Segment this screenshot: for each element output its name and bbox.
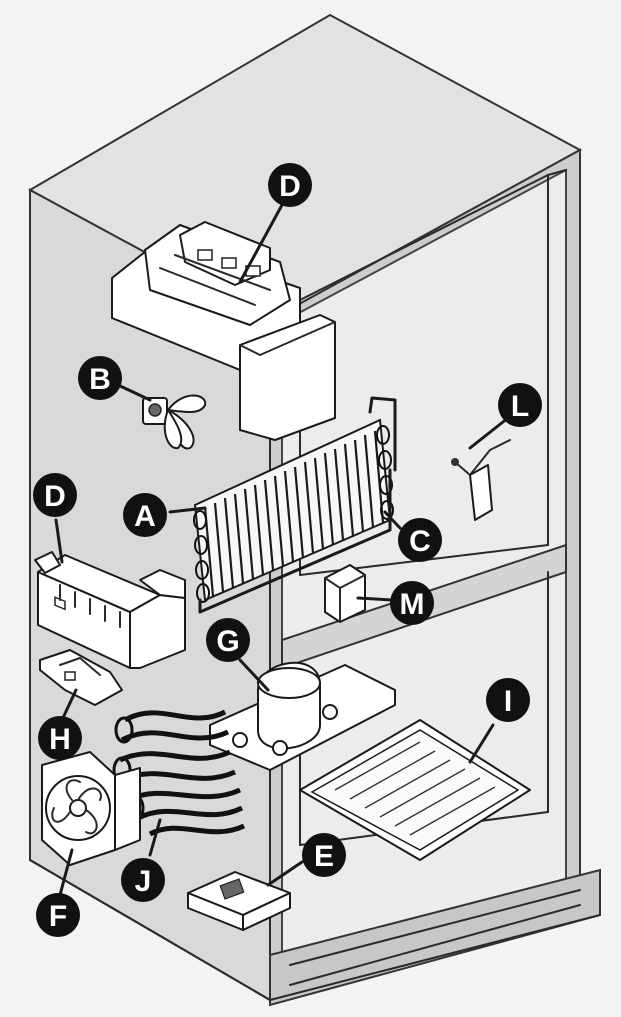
leader-A (168, 506, 207, 514)
callout-d-left: D (33, 473, 77, 517)
callout-circle (398, 518, 442, 562)
callout-letter: L (511, 390, 529, 423)
callout-c: C (398, 518, 442, 562)
callout-l: L (498, 383, 542, 427)
callout-letter: B (89, 363, 111, 396)
leader-G (238, 658, 270, 692)
callout-i: I (486, 678, 530, 722)
callout-circle (121, 858, 165, 902)
defrost-heater (198, 396, 397, 614)
fan-motor (142, 394, 207, 450)
callout-circle (390, 581, 434, 625)
callout-circle (486, 678, 530, 722)
callout-d-top: D (268, 163, 312, 207)
leader-F (58, 848, 74, 897)
leader-E (266, 860, 304, 887)
damper-control (324, 564, 366, 623)
leader-B (116, 383, 152, 402)
leader-C (383, 510, 402, 530)
callout-labels: D B L D A CM G H I J E F (33, 163, 542, 937)
callout-a: A (123, 493, 167, 537)
callout-circle (123, 493, 167, 537)
ice-maker-top (111, 221, 336, 441)
evaporator-tubes (193, 425, 394, 603)
bracket (39, 649, 123, 706)
callout-circle (36, 893, 80, 937)
callout-e: E (302, 833, 346, 877)
leader-I (468, 723, 495, 764)
evaporator-fins (203, 430, 385, 597)
leader-H (60, 688, 78, 722)
ice-maker-left (34, 551, 186, 669)
callout-letter: M (400, 588, 425, 621)
callout-letter: E (314, 840, 334, 873)
callout-b: B (78, 356, 122, 400)
callout-circle (268, 163, 312, 207)
callout-circle (38, 716, 82, 760)
leader-J (148, 818, 162, 857)
callout-m: M (390, 581, 434, 625)
evaporator (193, 396, 397, 614)
callout-circle (498, 383, 542, 427)
callout-letter: F (49, 900, 67, 933)
leader-lines (54, 203, 510, 897)
ice-maker-cups (54, 584, 121, 628)
callout-j: J (121, 858, 165, 902)
callout-circle (33, 473, 77, 517)
callout-letter: J (135, 865, 152, 898)
condenser-fan (41, 751, 141, 866)
compressor (209, 661, 396, 771)
leader-D-top (238, 203, 284, 284)
leader-L (468, 416, 510, 450)
callout-letter: H (49, 723, 71, 756)
callout-letter: D (279, 170, 301, 203)
drain-pan-ridges (334, 741, 496, 836)
callout-letter: D (44, 480, 66, 513)
callout-letter: A (134, 500, 156, 533)
drain-pan (299, 719, 531, 861)
callout-circle (302, 833, 346, 877)
callout-letter: I (504, 685, 512, 718)
callout-circle (78, 356, 122, 400)
thermistor (451, 439, 511, 521)
control-board (187, 871, 291, 931)
callout-g: G (206, 618, 250, 662)
callout-letter: G (216, 625, 239, 658)
callout-h: H (38, 716, 82, 760)
leader-M (356, 596, 394, 602)
callout-letter: C (409, 525, 431, 558)
callout-f: F (36, 893, 80, 937)
callout-circle (206, 618, 250, 662)
leader-D-left (54, 518, 64, 564)
